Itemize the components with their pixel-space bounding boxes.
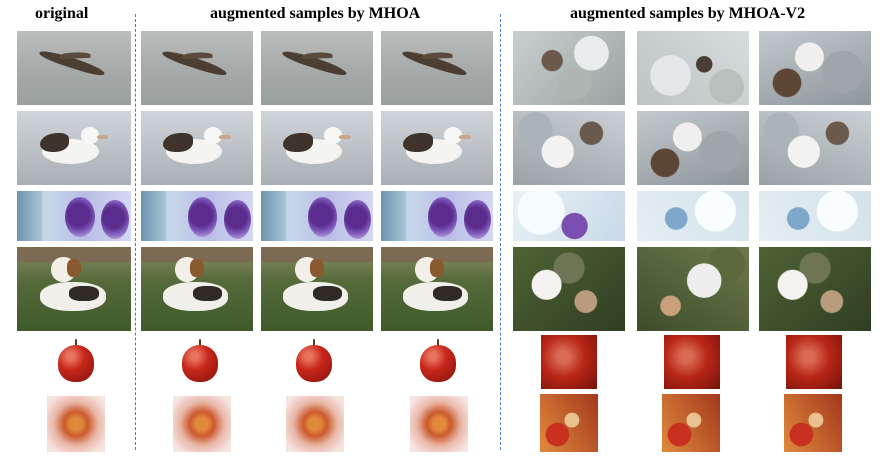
original-apple (50, 337, 102, 389)
original-bird-floating (17, 111, 131, 185)
header-mhoa: augmented samples by MHOA (210, 5, 421, 22)
original-dog (17, 247, 131, 331)
mhoa-v2-bird-flying-2 (637, 31, 749, 105)
mhoa-bird-floating-2 (261, 111, 373, 185)
mhoa-bird-floating-1 (141, 111, 253, 185)
mhoa-bird-flying-2 (261, 31, 373, 105)
mhoa-v2-bird-floating-1 (513, 111, 625, 185)
mhoa-microscopy-2 (261, 191, 373, 241)
mhoa-microscopy-3 (381, 191, 493, 241)
divider-left (135, 14, 136, 450)
mhoa-v2-dog-1 (513, 247, 625, 331)
mhoa-food-2 (286, 396, 344, 452)
mhoa-apple-2 (288, 337, 340, 389)
mhoa-apple-1 (174, 337, 226, 389)
mhoa-v2-food-3 (784, 394, 842, 452)
mhoa-v2-food-2 (662, 394, 720, 452)
divider-right (500, 14, 501, 450)
original-bird-flying (17, 31, 131, 105)
mhoa-v2-bird-flying-3 (759, 31, 871, 105)
mhoa-food-3 (410, 396, 468, 452)
mhoa-v2-dog-3 (759, 247, 871, 331)
mhoa-dog-3 (381, 247, 493, 331)
header-original: original (35, 5, 89, 22)
mhoa-v2-apple-3 (786, 335, 842, 389)
mhoa-v2-bird-flying-1 (513, 31, 625, 105)
mhoa-v2-microscopy-2 (637, 191, 749, 241)
mhoa-v2-microscopy-3 (759, 191, 871, 241)
mhoa-v2-bird-floating-2 (637, 111, 749, 185)
mhoa-v2-apple-2 (664, 335, 720, 389)
mhoa-v2-bird-floating-3 (759, 111, 871, 185)
mhoa-v2-food-1 (540, 394, 598, 452)
original-microscopy (17, 191, 131, 241)
mhoa-v2-microscopy-1 (513, 191, 625, 241)
mhoa-v2-apple-1 (541, 335, 597, 389)
mhoa-bird-flying-3 (381, 31, 493, 105)
mhoa-v2-dog-2 (637, 247, 749, 331)
original-food (47, 396, 105, 452)
mhoa-dog-1 (141, 247, 253, 331)
mhoa-dog-2 (261, 247, 373, 331)
mhoa-food-1 (173, 396, 231, 452)
mhoa-microscopy-1 (141, 191, 253, 241)
header-mhoa-v2: augmented samples by MHOA-V2 (570, 5, 806, 22)
mhoa-apple-3 (412, 337, 464, 389)
mhoa-bird-floating-3 (381, 111, 493, 185)
mhoa-bird-flying-1 (141, 31, 253, 105)
